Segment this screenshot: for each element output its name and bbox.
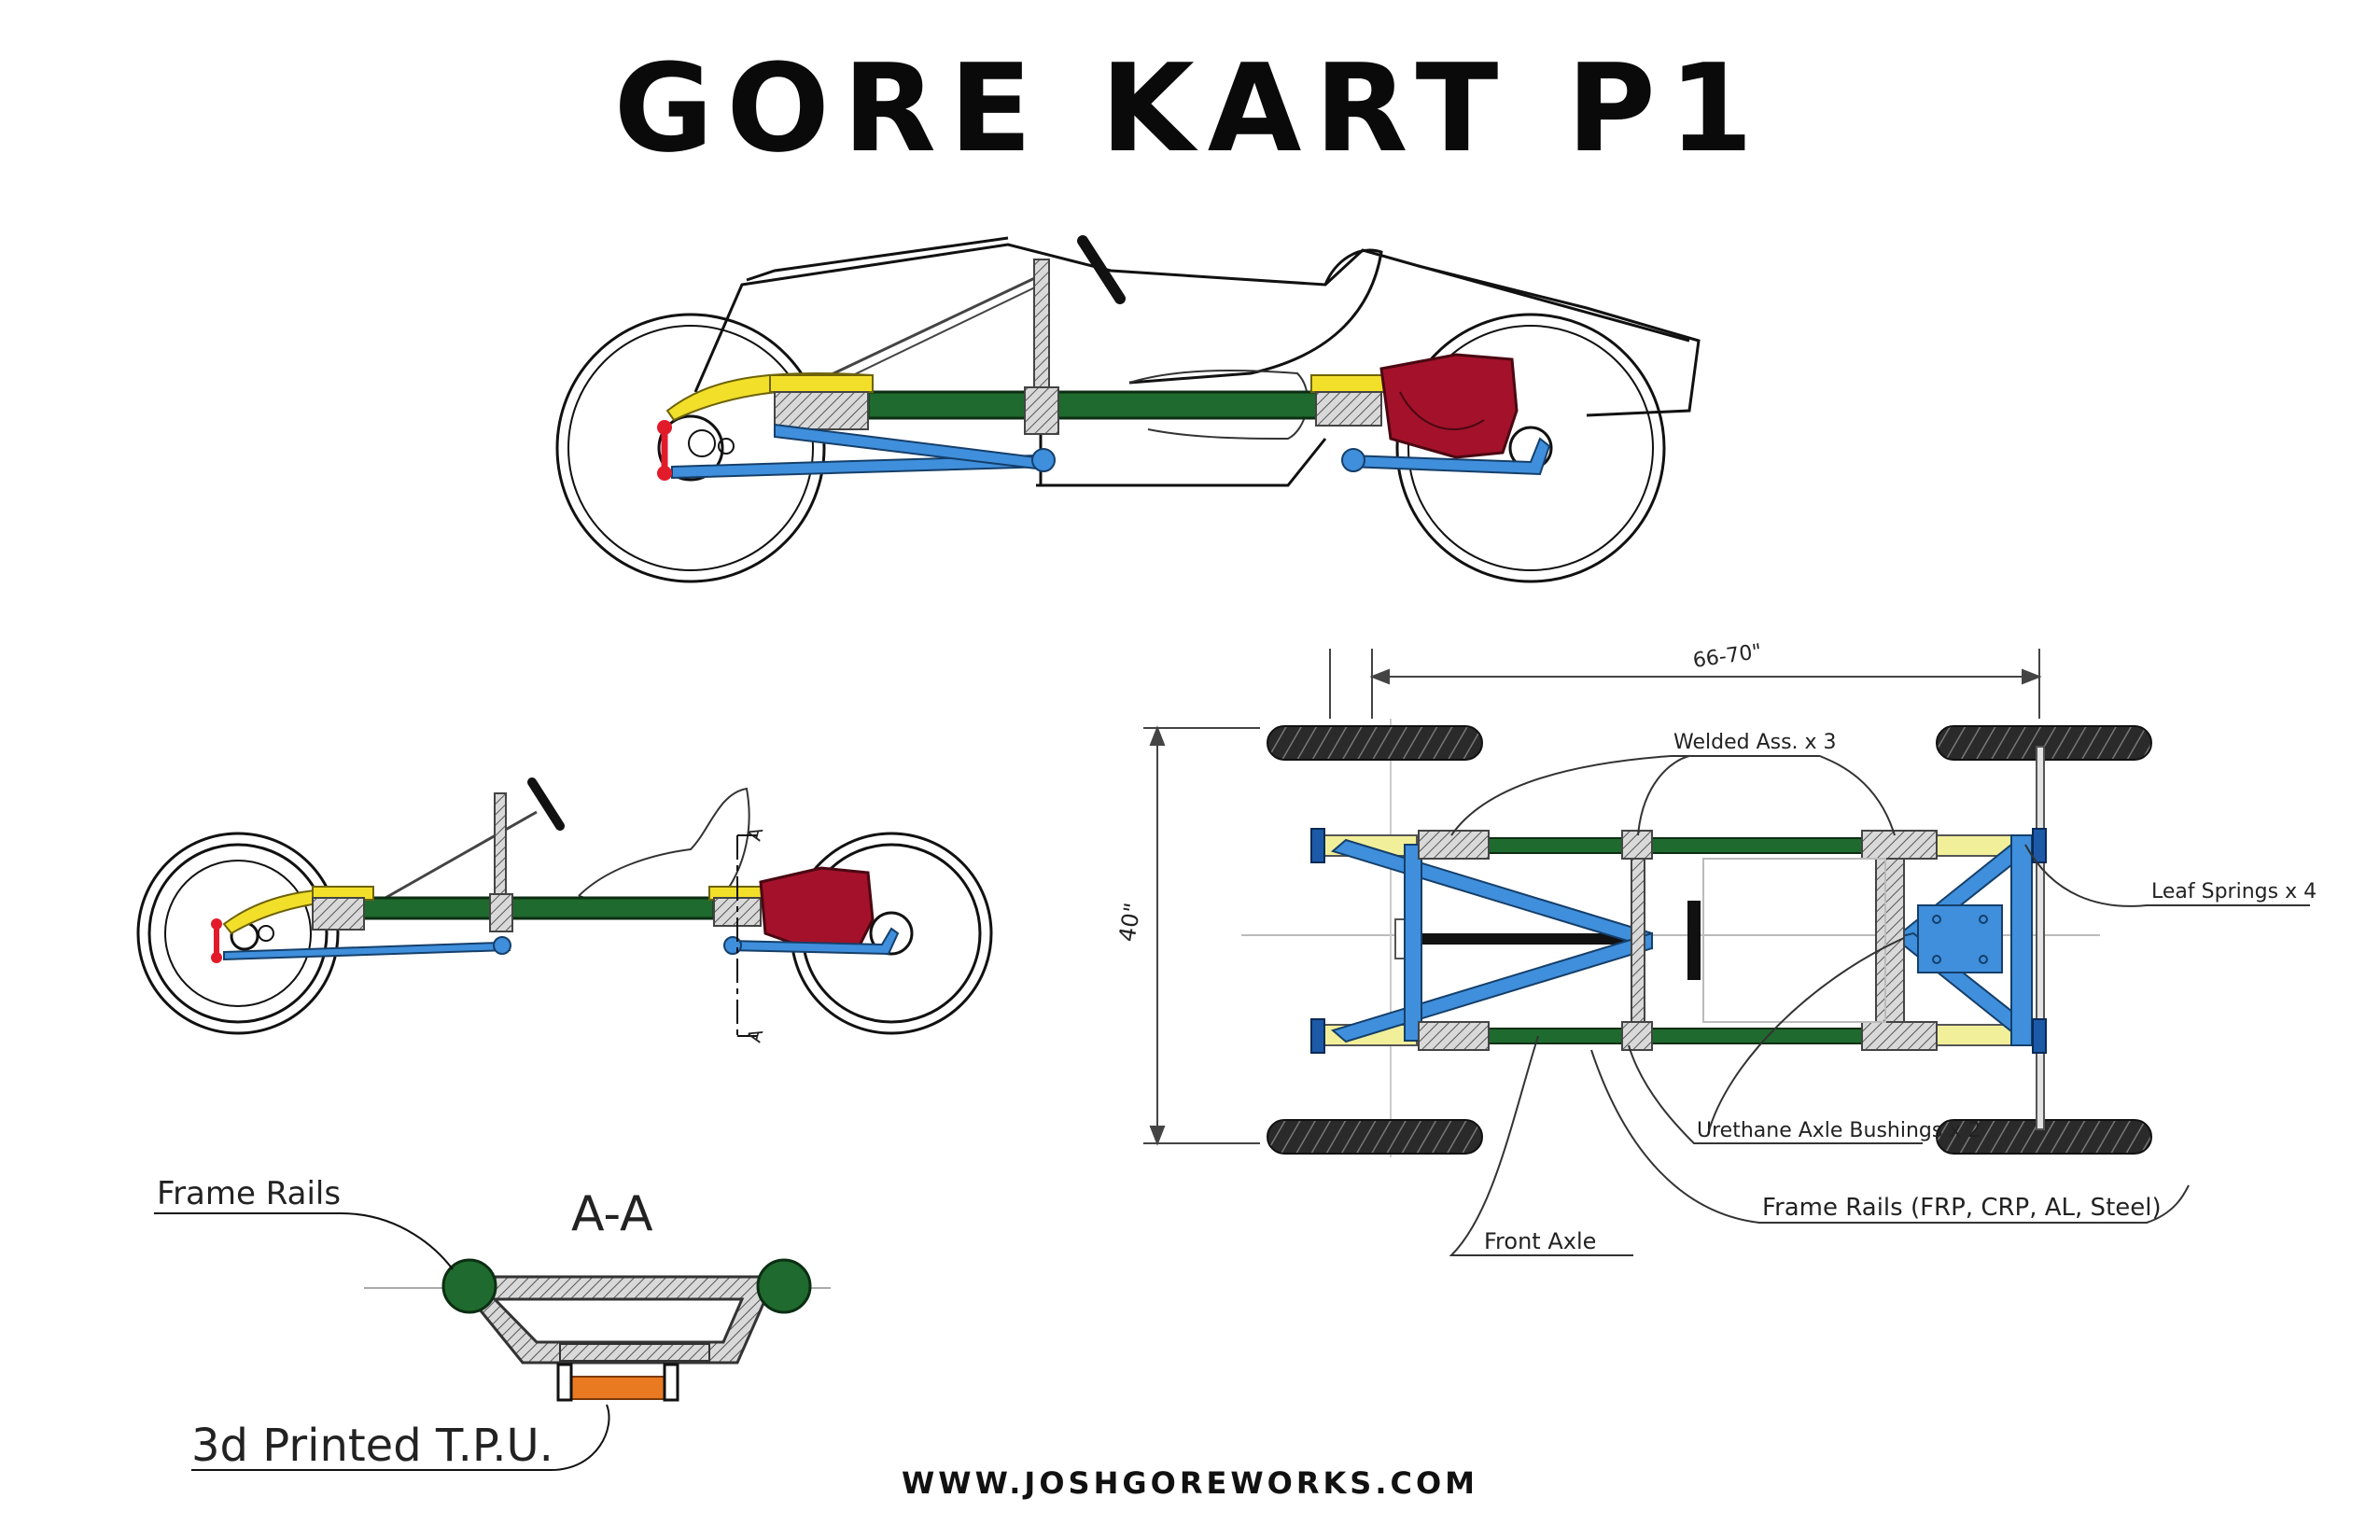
front-wheel-small (136, 832, 340, 1035)
dimension-wheelbase (1329, 649, 2042, 719)
side-view-with-body (555, 235, 1701, 583)
upright-ball-small-top (211, 918, 222, 930)
tpu-clip-left (556, 1363, 573, 1402)
mid-bracket-small (489, 893, 513, 932)
motor-small (759, 866, 875, 952)
body-outline (693, 236, 1701, 487)
footer-url: WWW.JOSHGOREWORKS.COM (901, 1465, 1478, 1501)
motor-plate-bolts (1932, 915, 1988, 964)
section-title: A-A (571, 1186, 653, 1242)
section-a-a: A-A Frame Rails 3d Printed T.P.U. (154, 1175, 831, 1472)
tpu-block (570, 1376, 665, 1400)
frame-rail (866, 390, 1337, 420)
callout-tpu: 3d Printed T.P.U. (191, 1420, 553, 1472)
section-mark-bottom: A (743, 1027, 768, 1045)
section-mark-top: A (743, 825, 768, 844)
section-rail-left (441, 1258, 497, 1314)
frame-rail-left (1418, 837, 1928, 854)
motor-detail (1399, 391, 1485, 430)
steering-wheel-small (527, 777, 565, 831)
spring-clamps (1310, 828, 2047, 1054)
tpu-clip-right (663, 1363, 679, 1402)
callout-leaf-springs: Leaf Springs x 4 (2151, 880, 2317, 903)
dimension-track (1143, 725, 1260, 1146)
leader-tpu (191, 1404, 610, 1471)
rear-bracket (1315, 391, 1382, 427)
frame-rail-small (357, 896, 716, 920)
upright-ball-top (657, 420, 672, 435)
rear-axle (2036, 746, 2045, 1130)
frame-rail-right (1418, 1028, 1928, 1044)
section-rail-right (756, 1258, 812, 1314)
callout-welded: Welded Ass. x 3 (1673, 731, 1837, 754)
rear-wheel (1395, 313, 1666, 583)
mid-bracket (1024, 386, 1059, 435)
steering-post-small (494, 792, 507, 906)
steering-wheel (1077, 235, 1126, 304)
side-view-chassis: A A (136, 777, 993, 1045)
seat-footprint (1702, 858, 1886, 1023)
page-title: GORE KART P1 (613, 37, 1767, 179)
front-bracket-small (312, 897, 365, 931)
front-pivot-small (493, 936, 511, 955)
rear-pivot (1341, 448, 1365, 472)
leader-lines (1449, 755, 2310, 1256)
section-cross-plate (559, 1343, 710, 1362)
steering-column-small (363, 810, 538, 912)
callout-bushings: Urethane Axle Bushings x 2 (1697, 1119, 1981, 1142)
tire-front-right (1267, 1119, 1483, 1155)
front-wheel (555, 313, 826, 583)
upright-ball-bottom (657, 466, 672, 481)
front-axle-stub (1687, 901, 1701, 980)
rear-pivot-small (723, 936, 742, 955)
upright-ball-small-bottom (211, 952, 222, 963)
front-axle (1407, 933, 1650, 945)
tire-front-left (1267, 725, 1483, 761)
front-arm-small (223, 941, 511, 961)
dimension-track-label: 40" (1113, 901, 1146, 944)
dimension-wheelbase-label: 66-70" (1691, 640, 1763, 673)
front-bracket (774, 391, 869, 430)
front-wishbone (1330, 838, 1653, 1043)
top-view: 66-70" 40" (1113, 640, 2317, 1256)
front-spring-block (769, 374, 874, 393)
front-pivot (1031, 448, 1056, 472)
motor (1379, 353, 1519, 459)
leader-frame-rails (154, 1212, 454, 1270)
rear-triangle (1892, 834, 2033, 1046)
section-cut-line (736, 834, 758, 1037)
callout-frame-rails-top: Frame Rails (FRP, CRP, AL, Steel) (1762, 1194, 2162, 1222)
callout-front-axle: Front Axle (1484, 1228, 1596, 1254)
callout-frame-rails-section: Frame Rails (157, 1175, 341, 1212)
steering-post (1033, 259, 1050, 396)
